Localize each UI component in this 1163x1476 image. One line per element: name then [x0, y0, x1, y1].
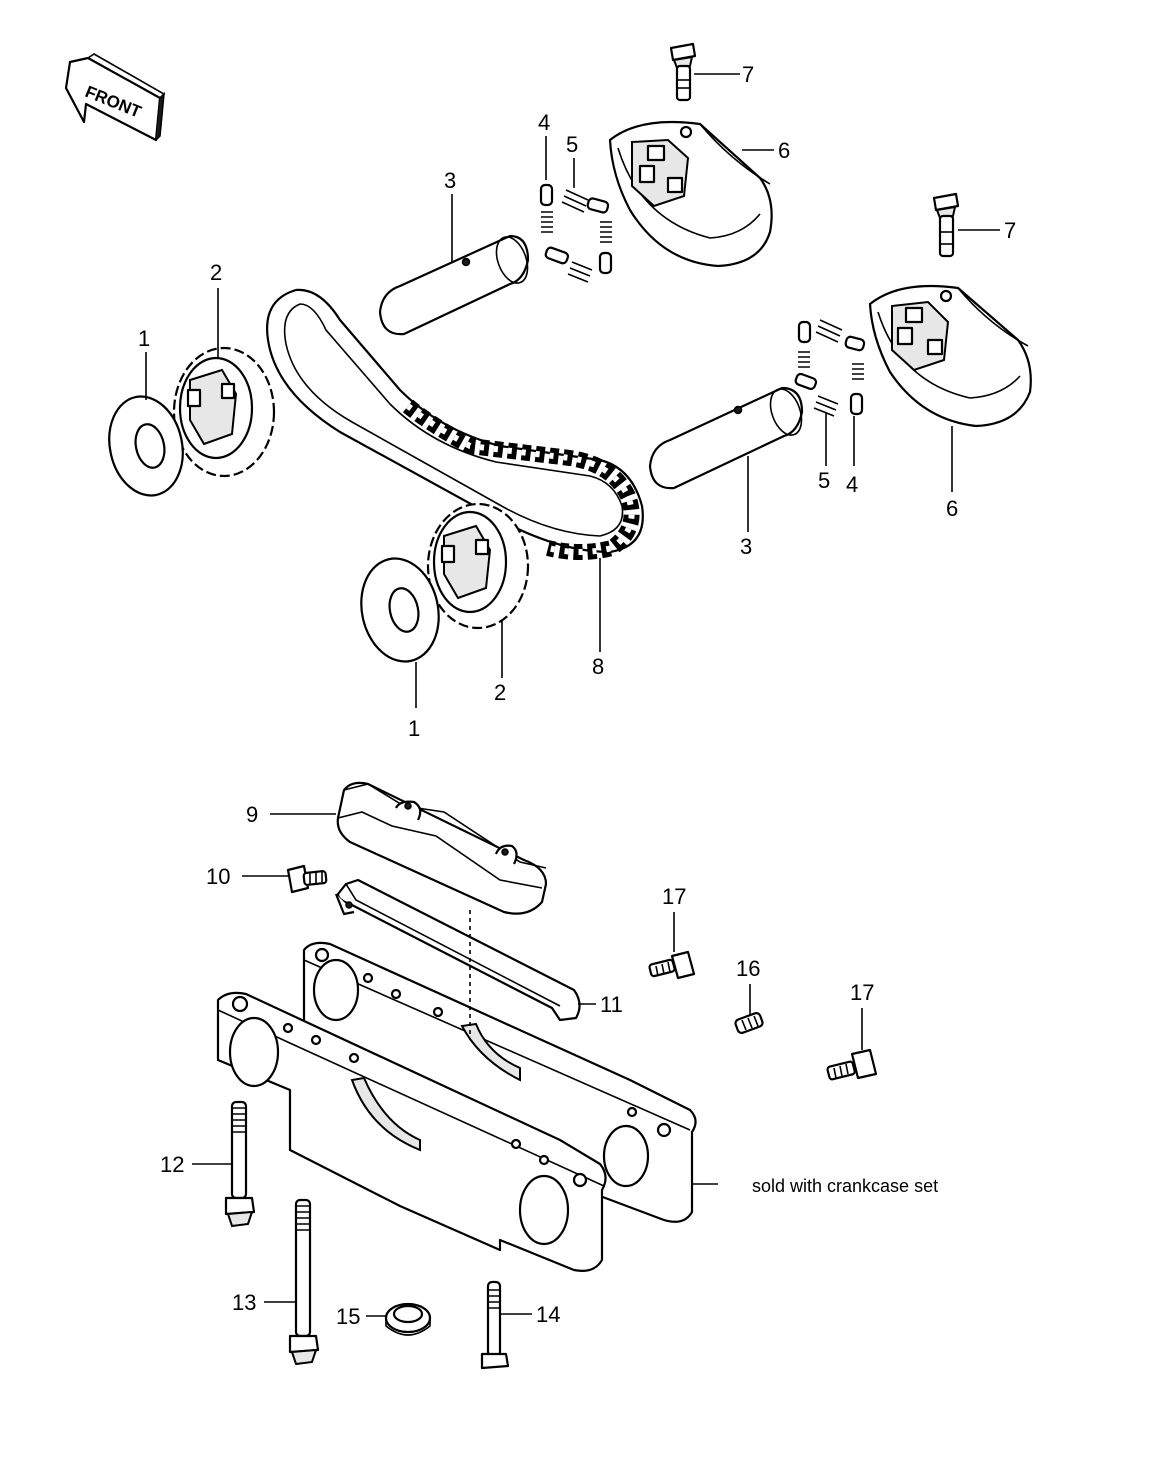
callout-8: 8	[592, 654, 604, 679]
callout-7-upper: 7	[742, 62, 754, 87]
callout-17-upper: 17	[662, 884, 686, 909]
callout-labels: 7 7 6 6 4 5 3 2 1 5 4 3 8 2 1 9 10 11 17…	[138, 62, 1016, 1329]
callout-3-upper: 3	[444, 168, 456, 193]
callout-14: 14	[536, 1302, 560, 1327]
callout-5-upper: 5	[566, 132, 578, 157]
chain-guide-bracket-11	[334, 878, 581, 1022]
front-arrow-badge: FRONT	[64, 53, 166, 142]
bolt-7-upper	[669, 42, 697, 102]
callout-2-upper: 2	[210, 260, 222, 285]
callout-1-upper: 1	[138, 326, 150, 351]
bolt-17-upper	[648, 950, 696, 980]
bolt-14	[480, 1280, 510, 1370]
callout-2-lower: 2	[494, 680, 506, 705]
callout-3-lower: 3	[740, 534, 752, 559]
callout-1-lower: 1	[408, 716, 420, 741]
washer-1-upper	[108, 395, 184, 497]
callout-6-lower: 6	[946, 496, 958, 521]
chain-guide-9	[336, 781, 548, 915]
bolt-12	[224, 1100, 256, 1228]
washer-1-lower	[360, 557, 440, 663]
callout-7-lower: 7	[1004, 218, 1016, 243]
callout-5-lower: 5	[818, 468, 830, 493]
callout-11: 11	[600, 992, 623, 1017]
pins-springs-lower	[794, 319, 866, 417]
balancer-shaft-3-lower	[648, 386, 804, 490]
balancer-shaft-3-upper	[378, 234, 530, 336]
callout-13: 13	[232, 1290, 256, 1315]
dowel-16	[734, 1012, 764, 1034]
callout-10: 10	[206, 864, 230, 889]
pins-springs-upper	[539, 183, 613, 283]
sprocket-2-lower	[426, 502, 530, 630]
seal-15	[384, 1302, 432, 1336]
callout-17-lower: 17	[850, 980, 874, 1005]
chain-8	[266, 288, 644, 560]
callout-9: 9	[246, 802, 258, 827]
bolt-7-lower	[932, 192, 960, 258]
bolt-13	[288, 1198, 320, 1366]
callout-4-upper: 4	[538, 110, 550, 135]
screw-10	[286, 864, 328, 894]
balancer-weight-6-lower	[868, 284, 1032, 428]
balancer-housing-rear	[302, 941, 697, 1223]
crankcase-note: sold with crankcase set	[752, 1176, 938, 1196]
callout-15: 15	[336, 1304, 360, 1329]
bolt-17-lower	[826, 1048, 878, 1081]
callout-6-upper: 6	[778, 138, 790, 163]
callout-16: 16	[736, 956, 760, 981]
sprocket-2-upper	[172, 346, 276, 478]
balancer-weight-6-upper	[608, 120, 773, 268]
balancer-housing-front	[216, 991, 607, 1272]
leader-lines	[145, 73, 1000, 1317]
callout-4-lower: 4	[846, 472, 858, 497]
callout-12: 12	[160, 1152, 184, 1177]
